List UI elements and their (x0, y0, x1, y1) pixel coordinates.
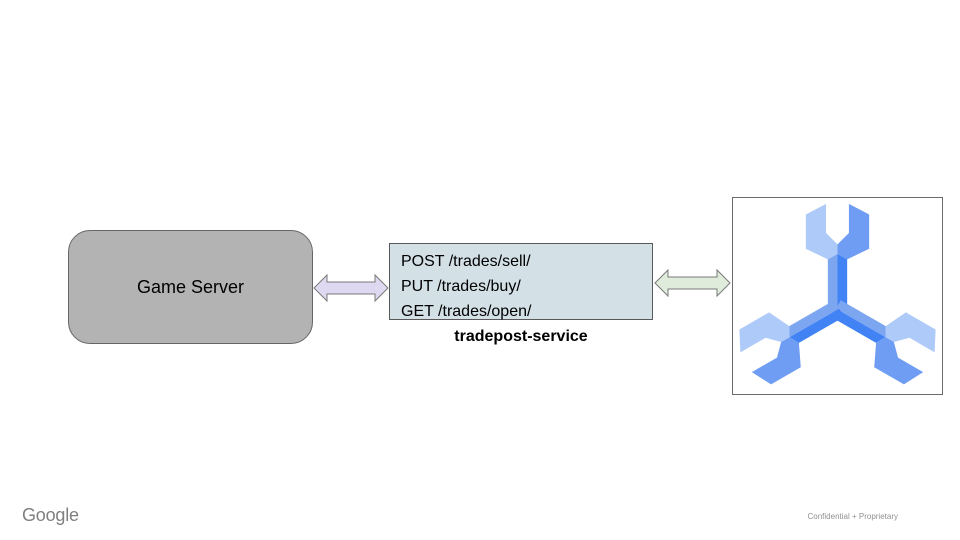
kubernetes-engine-icon (739, 203, 936, 385)
logo-arm-lower-right (831, 300, 936, 385)
logo-arm-lower-left (739, 300, 844, 385)
logo-arm-top (805, 203, 870, 312)
logo-frame (732, 197, 943, 395)
arrow-left-shape (313, 273, 389, 303)
service-name-label: tradepost-service (454, 328, 588, 345)
game-server-label: Game Server (136, 276, 245, 297)
bidirectional-arrow-right (654, 268, 731, 298)
service-endpoints-box: POST /trades/sell/ PUT /trades/buy/ GET … (389, 243, 653, 320)
confidentiality-notice: Confidential + Proprietary (807, 512, 899, 521)
endpoint-line-post: POST /trades/sell/ (401, 253, 531, 270)
endpoint-line-get: GET /trades/open/ (401, 303, 532, 320)
game-server-box: Game Server (68, 230, 313, 344)
arrow-right-shape (654, 268, 731, 298)
endpoint-line-put: PUT /trades/buy/ (401, 278, 521, 295)
google-wordmark: Google (22, 505, 79, 525)
bidirectional-arrow-left (313, 273, 389, 303)
